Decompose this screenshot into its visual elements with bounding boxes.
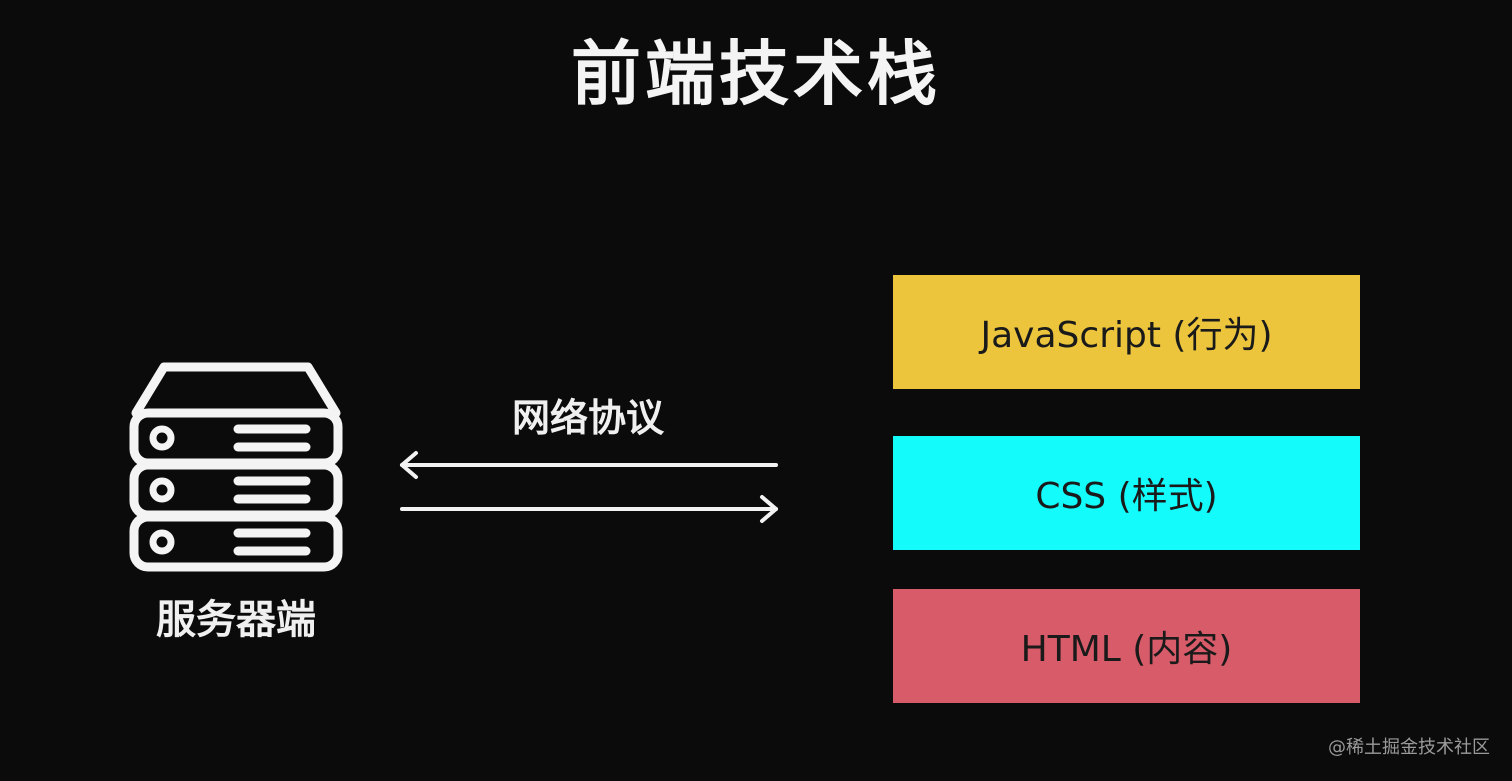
protocol-arrows [400,451,778,523]
server-icon [129,362,343,572]
diagram-title: 前端技术栈 [571,33,941,115]
layer-html-label: HTML (内容) [1020,629,1233,670]
layer-css-label: CSS (样式) [1035,476,1218,517]
protocol-label: 网络协议 [511,396,664,440]
arrow-left-icon [400,451,778,479]
watermark: @稀土掘金技术社区 [1328,737,1490,758]
arrow-right-icon [400,495,778,523]
server-label: 服务器端 [156,597,316,643]
layer-javascript-label: JavaScript (行为) [980,315,1273,356]
layer-html: HTML (内容) [893,589,1360,703]
layer-css: CSS (样式) [893,436,1360,550]
layer-javascript: JavaScript (行为) [893,275,1360,389]
